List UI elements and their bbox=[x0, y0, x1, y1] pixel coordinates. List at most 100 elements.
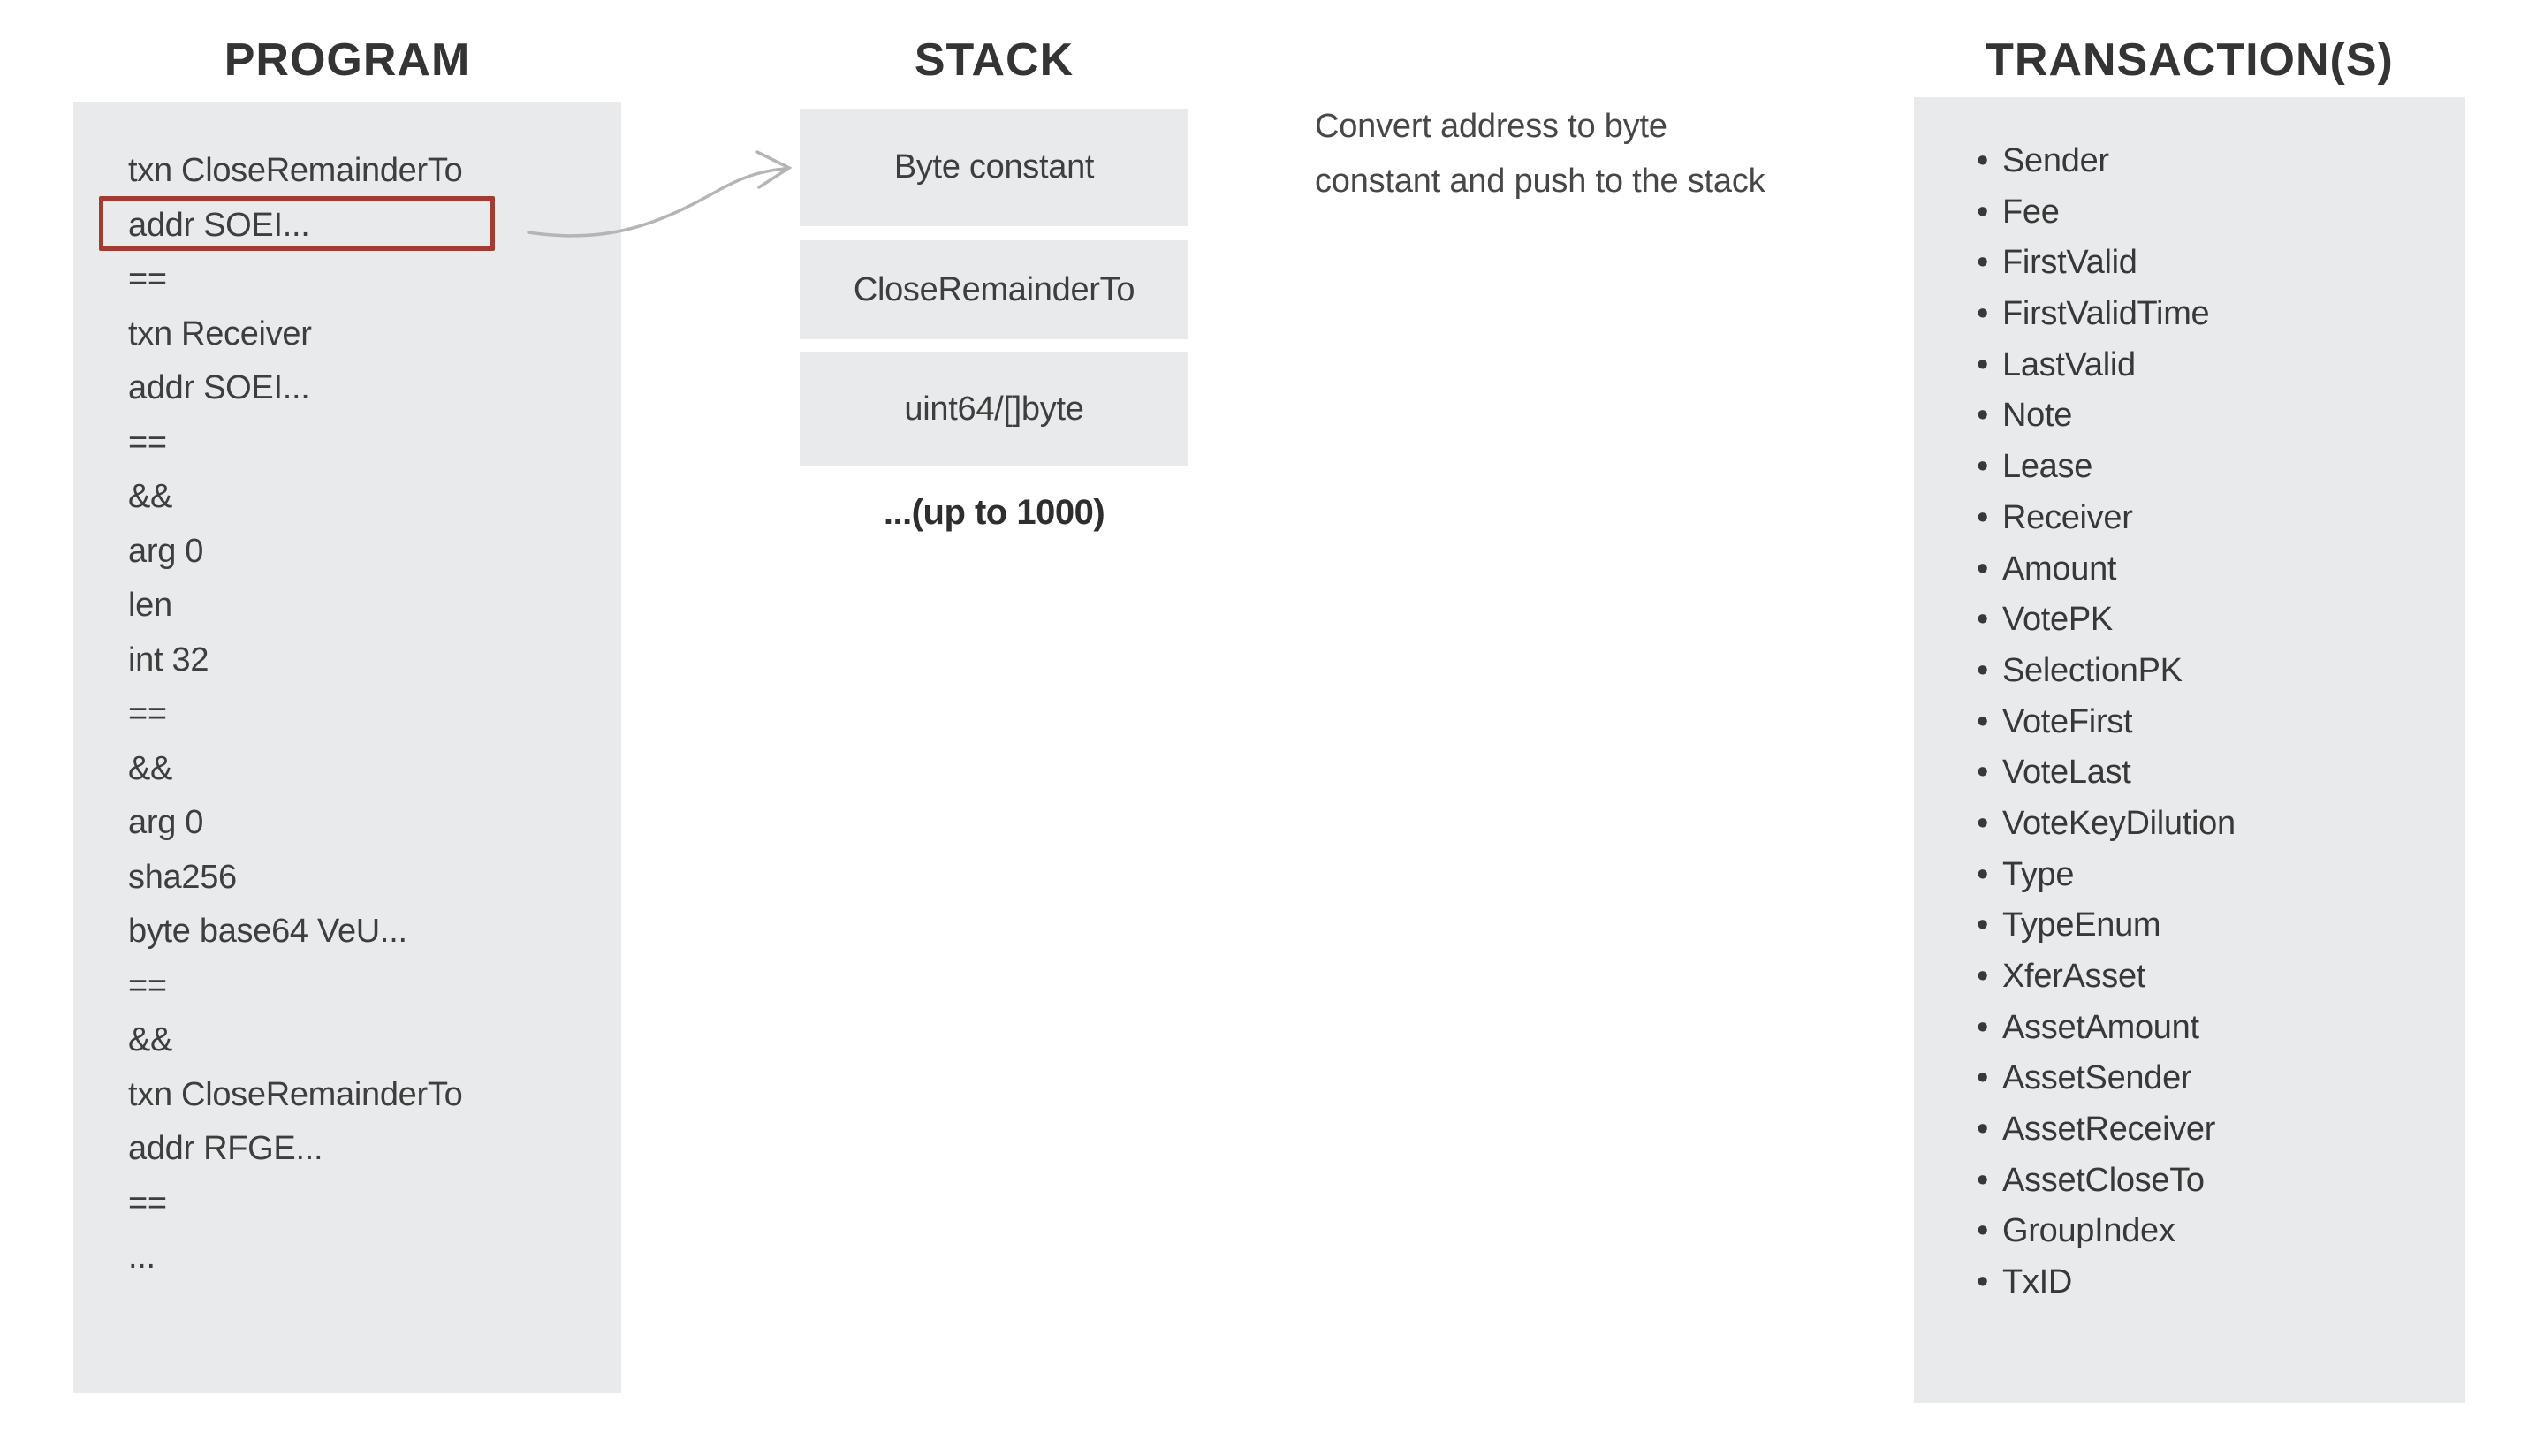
transaction-field-item: • AssetCloseTo bbox=[1977, 1156, 2465, 1207]
transaction-field-item: • GroupIndex bbox=[1977, 1206, 2465, 1257]
bullet-icon: • bbox=[1977, 1111, 1989, 1149]
stack-column-title: STACK bbox=[914, 34, 1074, 86]
annotation-line-2: constant and push to the stack bbox=[1315, 163, 1765, 200]
program-code-line: arg 0 bbox=[128, 804, 204, 841]
transaction-field-label: VoteLast bbox=[2002, 754, 2131, 792]
stack-item-closeremainderto: CloseRemainderTo bbox=[800, 240, 1188, 339]
transactions-panel: • Sender • Fee • FirstValid • FirstValid… bbox=[1914, 97, 2465, 1403]
bullet-icon: • bbox=[1977, 1212, 1989, 1250]
bullet-icon: • bbox=[1977, 345, 1989, 383]
transaction-field-label: VoteKeyDilution bbox=[2002, 804, 2236, 842]
transaction-field-label: Sender bbox=[2002, 142, 2109, 179]
transaction-field-label: Lease bbox=[2002, 448, 2093, 486]
program-code-line: byte base64 VeU... bbox=[128, 913, 407, 950]
transaction-field-item: • TypeEnum bbox=[1977, 900, 2465, 952]
transaction-field-item: • AssetReceiver bbox=[1977, 1104, 2465, 1156]
program-code-line: arg 0 bbox=[128, 532, 204, 570]
transaction-field-label: LastValid bbox=[2002, 345, 2136, 383]
bullet-icon: • bbox=[1977, 498, 1989, 536]
bullet-icon: • bbox=[1977, 244, 1989, 282]
transaction-field-item: • Note bbox=[1977, 391, 2465, 442]
program-code-line: txn Receiver bbox=[128, 315, 312, 353]
bullet-icon: • bbox=[1977, 1059, 1989, 1097]
program-code-line: len bbox=[128, 587, 172, 624]
transaction-field-item: • TxID bbox=[1977, 1257, 2465, 1308]
transaction-field-item: • AssetAmount bbox=[1977, 1003, 2465, 1054]
transaction-field-item: • AssetSender bbox=[1977, 1053, 2465, 1104]
bullet-icon: • bbox=[1977, 193, 1989, 231]
program-code-line: == bbox=[128, 261, 167, 298]
program-code-list: txn CloseRemainderTo addr SOEI... == txn… bbox=[73, 102, 621, 1285]
bullet-icon: • bbox=[1977, 958, 1989, 995]
program-code-line: == bbox=[128, 695, 167, 732]
bullet-icon: • bbox=[1977, 855, 1989, 893]
stack-item-uint64-byte: uint64/[]byte bbox=[800, 352, 1188, 466]
bullet-icon: • bbox=[1977, 804, 1989, 842]
transaction-field-item: • VoteFirst bbox=[1977, 697, 2465, 748]
program-code-line: && bbox=[128, 749, 173, 787]
transaction-field-label: Receiver bbox=[2002, 498, 2133, 536]
transaction-field-label: TypeEnum bbox=[2002, 906, 2161, 944]
instruction-annotation: Convert address to byte constant and pus… bbox=[1315, 99, 1880, 209]
transaction-field-label: AssetSender bbox=[2002, 1059, 2192, 1097]
bullet-icon: • bbox=[1977, 651, 1989, 689]
transaction-field-label: XferAsset bbox=[2002, 958, 2146, 995]
stack-capacity-note: ...(up to 1000) bbox=[883, 493, 1105, 532]
transaction-field-label: Note bbox=[2002, 397, 2073, 435]
program-code-line: addr SOEI... bbox=[128, 369, 310, 406]
program-code-line: sha256 bbox=[128, 858, 237, 896]
program-code-line: int 32 bbox=[128, 641, 209, 679]
program-column-title: PROGRAM bbox=[224, 34, 471, 86]
program-code-line: addr RFGE... bbox=[128, 1130, 323, 1167]
program-code-line: ... bbox=[128, 1239, 156, 1276]
stack-item-byte-constant: Byte constant bbox=[800, 109, 1188, 226]
transaction-field-label: AssetCloseTo bbox=[2002, 1161, 2205, 1199]
program-code-line: txn CloseRemainderTo bbox=[128, 152, 463, 189]
transaction-field-label: VotePK bbox=[2002, 601, 2113, 639]
transaction-field-item: • FirstValid bbox=[1977, 238, 2465, 289]
transaction-field-label: Amount bbox=[2002, 550, 2117, 588]
bullet-icon: • bbox=[1977, 702, 1989, 740]
bullet-icon: • bbox=[1977, 550, 1989, 588]
program-code-line: && bbox=[128, 478, 173, 515]
transaction-field-item: • VotePK bbox=[1977, 595, 2465, 646]
program-code-line: == bbox=[128, 967, 167, 1005]
bullet-icon: • bbox=[1977, 1008, 1989, 1046]
bullet-icon: • bbox=[1977, 295, 1989, 333]
transaction-field-label: VoteFirst bbox=[2002, 702, 2133, 740]
program-code-line: == bbox=[128, 423, 167, 461]
transaction-field-item: • SelectionPK bbox=[1977, 646, 2465, 697]
transaction-field-item: • LastValid bbox=[1977, 340, 2465, 391]
program-code-line: txn CloseRemainderTo bbox=[128, 1075, 463, 1113]
bullet-icon: • bbox=[1977, 397, 1989, 435]
annotation-line-1: Convert address to byte bbox=[1315, 108, 1667, 145]
program-code-line: addr SOEI... bbox=[128, 206, 310, 244]
transaction-field-label: FirstValidTime bbox=[2002, 295, 2210, 333]
program-code-line: && bbox=[128, 1021, 173, 1058]
transaction-field-label: Fee bbox=[2002, 193, 2060, 231]
bullet-icon: • bbox=[1977, 448, 1989, 486]
transaction-field-label: GroupIndex bbox=[2002, 1212, 2175, 1250]
bullet-icon: • bbox=[1977, 142, 1989, 179]
arrow-head bbox=[755, 150, 793, 189]
transaction-field-item: • Lease bbox=[1977, 442, 2465, 493]
program-panel: txn CloseRemainderTo addr SOEI... == txn… bbox=[73, 102, 621, 1393]
program-code-line: == bbox=[128, 1184, 167, 1222]
transaction-field-item: • VoteLast bbox=[1977, 747, 2465, 799]
transaction-field-label: AssetAmount bbox=[2002, 1008, 2199, 1046]
highlighted-instruction-box bbox=[99, 196, 495, 251]
transaction-field-item: • XferAsset bbox=[1977, 952, 2465, 1003]
transaction-field-item: • Type bbox=[1977, 850, 2465, 901]
transaction-field-item: • Receiver bbox=[1977, 493, 2465, 544]
bullet-icon: • bbox=[1977, 1263, 1989, 1301]
transaction-field-item: • VoteKeyDilution bbox=[1977, 799, 2465, 850]
transaction-field-label: SelectionPK bbox=[2002, 651, 2183, 689]
transaction-field-item: • FirstValidTime bbox=[1977, 289, 2465, 340]
transaction-field-label: TxID bbox=[2002, 1263, 2073, 1301]
transaction-field-label: Type bbox=[2002, 855, 2075, 893]
transaction-field-item: • Sender bbox=[1977, 136, 2465, 187]
bullet-icon: • bbox=[1977, 601, 1989, 639]
transaction-fields-list: • Sender • Fee • FirstValid • FirstValid… bbox=[1914, 97, 2465, 1308]
bullet-icon: • bbox=[1977, 754, 1989, 792]
